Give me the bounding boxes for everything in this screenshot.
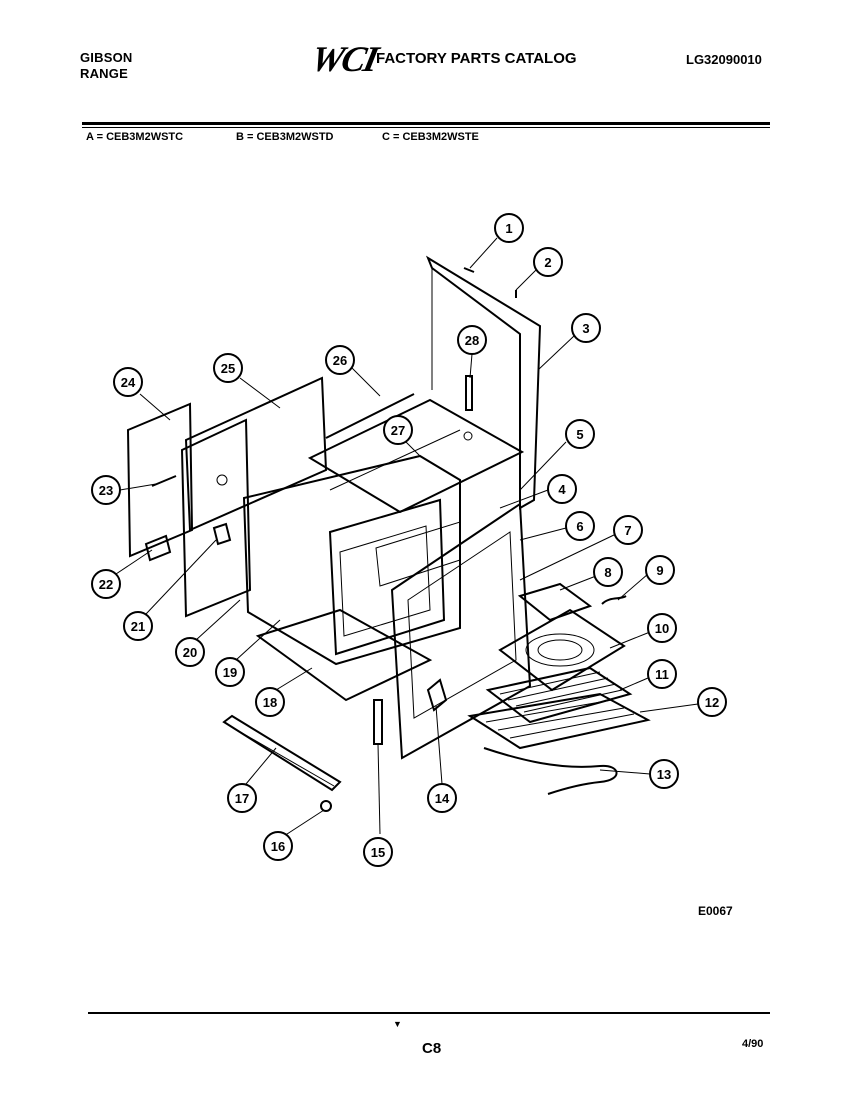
svg-text:6: 6: [576, 519, 583, 534]
callout-12: 12: [697, 687, 727, 717]
door-frame: [390, 502, 532, 760]
svg-text:26: 26: [333, 353, 347, 368]
svg-text:9: 9: [656, 563, 663, 578]
callout-21: 21: [123, 611, 153, 641]
svg-text:23: 23: [99, 483, 113, 498]
callout-6: 6: [565, 511, 595, 541]
bottom-pan: [255, 608, 433, 702]
callout-7: 7: [613, 515, 643, 545]
svg-text:13: 13: [657, 767, 671, 782]
callout-16: 16: [263, 831, 293, 861]
svg-text:7: 7: [624, 523, 631, 538]
model-c: C = CEB3M2WSTE: [382, 131, 479, 143]
callout-8: 8: [593, 557, 623, 587]
header-rule: [82, 122, 770, 125]
svg-text:17: 17: [235, 791, 249, 806]
brand-block: GIBSON RANGE: [80, 50, 132, 82]
back-panel: [126, 402, 194, 558]
callout-11: 11: [647, 659, 677, 689]
svg-text:24: 24: [121, 375, 136, 390]
svg-text:16: 16: [271, 839, 285, 854]
rear-insulation: [184, 376, 328, 532]
lower-rack: [467, 692, 651, 750]
header-rule-thin: [82, 127, 770, 128]
svg-text:5: 5: [576, 427, 583, 442]
model-b: B = CEB3M2WSTD: [236, 131, 334, 143]
catalog-title: FACTORY PARTS CATALOG: [376, 50, 577, 67]
svg-text:22: 22: [99, 577, 113, 592]
broil-pan: [517, 582, 593, 622]
callout-20: 20: [175, 637, 205, 667]
callout-23: 23: [91, 475, 121, 505]
svg-text:19: 19: [223, 665, 237, 680]
oven-rack: [485, 666, 633, 724]
callout-19: 19: [215, 657, 245, 687]
footer-rule: [88, 1012, 770, 1014]
callout-22: 22: [91, 569, 121, 599]
callout-14: 14: [427, 783, 457, 813]
svg-text:12: 12: [705, 695, 719, 710]
svg-text:2: 2: [544, 255, 551, 270]
model-a: A = CEB3M2WSTC: [86, 131, 184, 143]
svg-text:3: 3: [582, 321, 589, 336]
callout-1: 1: [494, 213, 524, 243]
svg-text:8: 8: [604, 565, 611, 580]
callout-28: 28: [457, 325, 487, 355]
figure-code: E0067: [698, 904, 733, 918]
leader-lines: [115, 237, 699, 837]
bake-element: [498, 608, 626, 692]
svg-text:25: 25: [221, 361, 235, 376]
callout-25: 25: [213, 353, 243, 383]
callout-27: 27: [383, 415, 413, 445]
callout-15: 15: [363, 837, 393, 867]
leveling-leg: [320, 800, 332, 812]
svg-text:20: 20: [183, 645, 197, 660]
revision-date: 4/90: [742, 1038, 764, 1050]
side-panel: [180, 418, 252, 618]
svg-text:10: 10: [655, 621, 669, 636]
svg-text:4: 4: [558, 482, 566, 497]
svg-text:15: 15: [371, 845, 385, 860]
callout-26: 26: [325, 345, 355, 375]
oven-cavity: [242, 454, 461, 666]
callout-5: 5: [565, 419, 595, 449]
callout-2: 2: [533, 247, 563, 277]
svg-text:11: 11: [655, 667, 669, 682]
kick-panel: [222, 714, 342, 792]
svg-text:28: 28: [465, 333, 479, 348]
callout-17: 17: [227, 783, 257, 813]
callout-3: 3: [571, 313, 601, 343]
svg-text:18: 18: [263, 695, 277, 710]
callout-4: 4: [547, 474, 577, 504]
callout-9: 9: [645, 555, 675, 585]
callout-24: 24: [113, 367, 143, 397]
svg-text:1: 1: [505, 221, 512, 236]
footer-mark-icon: ▼: [393, 1019, 402, 1029]
page-number: C8: [422, 1040, 442, 1057]
brand-name: GIBSON: [80, 50, 133, 65]
product-type: RANGE: [80, 66, 128, 81]
callout-10: 10: [647, 613, 677, 643]
doc-number: LG32090010: [686, 52, 762, 67]
callout-13: 13: [649, 759, 679, 789]
callout-18: 18: [255, 687, 285, 717]
svg-text:27: 27: [391, 423, 405, 438]
door-hinge: [373, 699, 383, 745]
svg-text:14: 14: [435, 791, 450, 806]
svg-text:21: 21: [131, 619, 145, 634]
small-parts: [144, 267, 627, 712]
bottom-element: [483, 747, 618, 795]
